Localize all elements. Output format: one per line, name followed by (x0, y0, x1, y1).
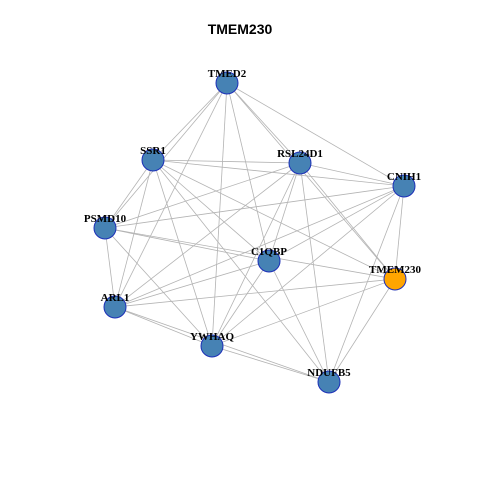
edge-rsl24d1-c1qbp (268, 162, 301, 262)
edge-c1qbp-ndufb5 (268, 260, 330, 383)
edge-ssr1-c1qbp (152, 159, 270, 262)
node-tmem230 (383, 267, 407, 291)
edge-ywhaq-ndufb5 (211, 345, 330, 383)
edge-c1qbp-ywhaq (211, 260, 270, 347)
node-label-tmem230: TMEM230 (369, 264, 421, 276)
edge-tmed2-arl1 (114, 82, 228, 308)
edge-layer (104, 82, 405, 383)
edge-ssr1-ywhaq (152, 159, 213, 347)
edge-tmed2-ssr1 (152, 82, 228, 161)
node-ywhaq (200, 334, 224, 358)
node-label-ssr1: SSR1 (140, 145, 166, 157)
edge-ssr1-tmem230 (152, 159, 396, 280)
edge-rsl24d1-ndufb5 (299, 162, 330, 383)
edge-cnih1-tmem230 (394, 185, 405, 280)
node-arl1 (103, 295, 127, 319)
edge-psmd10-c1qbp (104, 227, 270, 262)
edge-ssr1-rsl24d1 (152, 159, 301, 164)
node-label-arl1: ARL1 (101, 292, 130, 304)
edge-psmd10-arl1 (104, 227, 116, 308)
node-c1qbp (257, 249, 281, 273)
node-label-ywhaq: YWHAQ (190, 331, 234, 343)
edge-psmd10-ywhaq (104, 227, 213, 347)
edge-tmed2-ywhaq (211, 82, 228, 347)
node-label-cnih1: CNIH1 (387, 171, 421, 183)
node-psmd10 (93, 216, 117, 240)
node-label-tmed2: TMED2 (208, 68, 247, 80)
node-cnih1 (392, 174, 416, 198)
edge-ssr1-psmd10 (104, 159, 154, 229)
edge-ssr1-cnih1 (152, 159, 405, 187)
edge-psmd10-tmem230 (104, 227, 396, 280)
node-label-c1qbp: C1QBP (251, 246, 287, 258)
node-layer (93, 71, 416, 394)
edge-tmed2-tmem230 (226, 82, 396, 280)
node-ndufb5 (317, 370, 341, 394)
edge-c1qbp-arl1 (114, 260, 270, 308)
node-tmed2 (215, 71, 239, 95)
edge-cnih1-ndufb5 (328, 185, 405, 383)
edge-cnih1-c1qbp (268, 185, 405, 262)
node-ssr1 (141, 148, 165, 172)
node-label-psmd10: PSMD10 (84, 213, 127, 225)
edge-tmem230-ndufb5 (328, 278, 396, 383)
edge-ssr1-ndufb5 (152, 159, 330, 383)
edge-rsl24d1-tmem230 (299, 162, 396, 280)
edge-cnih1-arl1 (114, 185, 405, 308)
edge-tmed2-c1qbp (226, 82, 270, 262)
edge-tmed2-psmd10 (104, 82, 228, 229)
edge-tmed2-cnih1 (226, 82, 405, 187)
edge-rsl24d1-psmd10 (104, 162, 301, 229)
node-label-rsl24d1: RSL24D1 (277, 148, 323, 160)
node-label-ndufb5: NDUFB5 (307, 367, 351, 379)
plot-title: TMEM230 (207, 21, 273, 37)
edge-rsl24d1-arl1 (114, 162, 301, 308)
edge-rsl24d1-cnih1 (299, 162, 405, 187)
edge-tmem230-ywhaq (211, 278, 396, 347)
edge-tmed2-rsl24d1 (226, 82, 301, 164)
edge-cnih1-ywhaq (211, 185, 405, 347)
node-rsl24d1 (288, 151, 312, 175)
edge-cnih1-psmd10 (104, 185, 405, 229)
edge-tmem230-arl1 (114, 278, 396, 308)
edge-arl1-ywhaq (114, 306, 213, 347)
